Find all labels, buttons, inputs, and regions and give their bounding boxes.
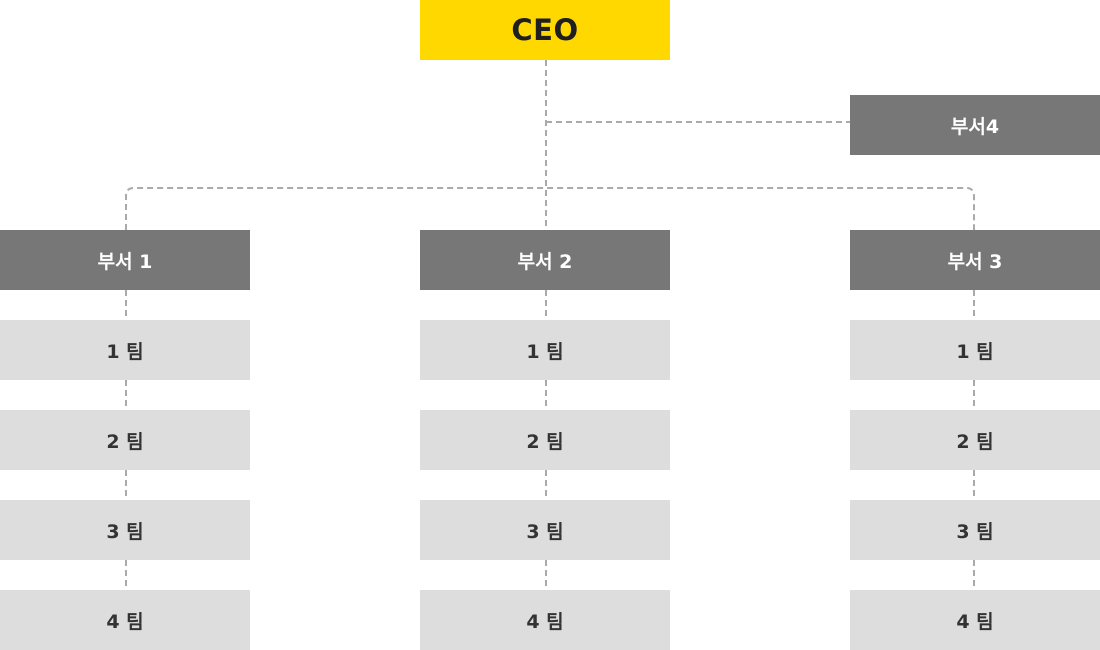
ceo-box: CEO (420, 0, 670, 60)
department-3-label: 부서 3 (947, 250, 1003, 273)
team-label: 1 팀 (106, 340, 144, 363)
dept1-team-1: 1 팀 (0, 320, 250, 380)
dept3-team-4: 4 팀 (850, 590, 1100, 650)
department-3-box: 부서 3 (850, 230, 1100, 290)
team-label: 2 팀 (956, 430, 994, 453)
team-label: 2 팀 (106, 430, 144, 453)
team-label: 4 팀 (526, 610, 564, 633)
team-label: 3 팀 (106, 520, 144, 543)
dept3-team-2: 2 팀 (850, 410, 1100, 470)
dept2-team-4: 4 팀 (420, 590, 670, 650)
team-label: 4 팀 (106, 610, 144, 633)
dept1-team-4: 4 팀 (0, 590, 250, 650)
dept1-team-3: 3 팀 (0, 500, 250, 560)
dept3-team-1: 1 팀 (850, 320, 1100, 380)
dept3-team-3: 3 팀 (850, 500, 1100, 560)
team-label: 2 팀 (526, 430, 564, 453)
team-label: 1 팀 (956, 340, 994, 363)
ceo-label: CEO (511, 13, 579, 47)
team-label: 4 팀 (956, 610, 994, 633)
department-1-label: 부서 1 (97, 250, 153, 273)
dept2-team-3: 3 팀 (420, 500, 670, 560)
dept1-team-2: 2 팀 (0, 410, 250, 470)
dept2-team-1: 1 팀 (420, 320, 670, 380)
department-2-box: 부서 2 (420, 230, 670, 290)
connector-dept-bus (125, 187, 975, 230)
department-1-box: 부서 1 (0, 230, 250, 290)
team-label: 3 팀 (956, 520, 994, 543)
department-4-box: 부서4 (850, 95, 1100, 155)
dept2-team-2: 2 팀 (420, 410, 670, 470)
department-2-label: 부서 2 (517, 250, 573, 273)
team-label: 3 팀 (526, 520, 564, 543)
team-label: 1 팀 (526, 340, 564, 363)
department-4-label: 부서4 (950, 115, 1000, 138)
